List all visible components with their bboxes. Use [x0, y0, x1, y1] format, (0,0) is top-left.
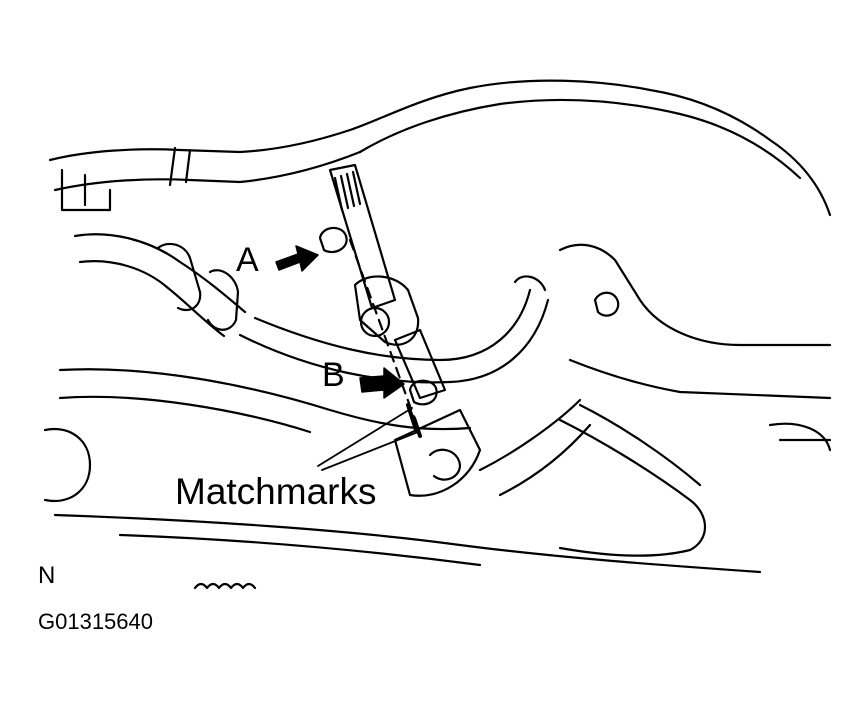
gearbox-port	[428, 448, 462, 481]
mid-cable-2	[58, 395, 312, 434]
steering-shaft	[328, 163, 397, 310]
shaft-dashed-centerline	[348, 238, 417, 422]
upper-body-inner	[358, 98, 802, 180]
gearbox	[393, 408, 482, 497]
label-n: N	[38, 562, 56, 589]
arrow-b-icon	[359, 367, 405, 399]
hose-clamp	[168, 146, 192, 187]
lower-shaft	[393, 328, 447, 400]
leader-line-1	[317, 407, 413, 467]
lower-left-coil	[193, 582, 257, 590]
lower-frame	[53, 513, 762, 574]
right-bracket	[768, 422, 832, 452]
left-hose	[73, 233, 247, 314]
arrow-a-icon	[275, 245, 319, 272]
right-lower-cable-2	[578, 403, 702, 487]
figure-id: G01315640	[38, 609, 153, 634]
label-a: A	[236, 241, 259, 279]
center-hose	[253, 288, 532, 362]
matchmarks-label: Matchmarks	[175, 471, 377, 512]
right-lower-cable	[558, 418, 706, 557]
lower-frame-2	[118, 533, 482, 567]
lower-left-housing	[43, 427, 92, 503]
right-bolt	[593, 291, 620, 317]
upper-hose-left-lower	[53, 150, 362, 192]
center-hose-end	[513, 275, 547, 292]
bolt-a	[318, 226, 348, 254]
universal-joint	[353, 275, 420, 346]
center-hose-2	[238, 298, 550, 384]
right-block	[558, 243, 832, 347]
upper-body-outline	[348, 79, 832, 217]
gearbox-cable	[478, 398, 592, 497]
label-b: B	[322, 356, 345, 394]
left-hose-lower	[78, 260, 226, 338]
bolt-b	[408, 379, 438, 406]
left-hose-fitting	[156, 242, 240, 331]
leader-line-2	[321, 431, 419, 471]
left-bracket	[60, 168, 112, 212]
shaft-knurl	[333, 170, 362, 212]
matchmark-lower	[412, 416, 422, 438]
upper-hose-left	[48, 128, 352, 162]
right-block-lower	[568, 358, 832, 400]
